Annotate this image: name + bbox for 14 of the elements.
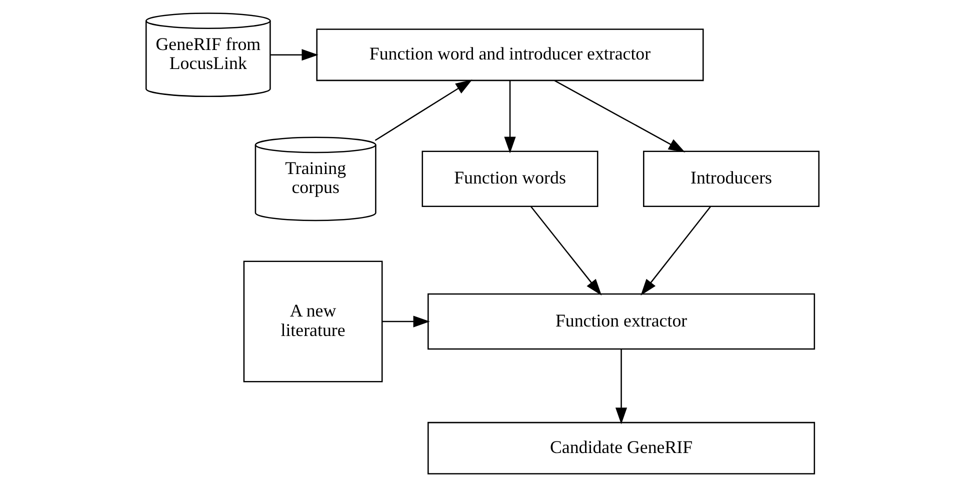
arrow (530, 206, 602, 296)
node-box: Function word and introducer extractor (316, 28, 704, 82)
arrow (640, 206, 711, 296)
arrow (374, 80, 472, 141)
node-box: Function extractor (427, 293, 815, 350)
node-box: Candidate GeneRIF (427, 422, 815, 474)
arrow (614, 349, 627, 424)
arrow (270, 49, 318, 61)
arrow (554, 80, 685, 152)
node-box: Function words (421, 150, 598, 208)
node-box: Introducers (642, 150, 820, 208)
node-box: A new literature (242, 260, 382, 382)
arrow (382, 316, 430, 328)
arrow (504, 80, 516, 154)
